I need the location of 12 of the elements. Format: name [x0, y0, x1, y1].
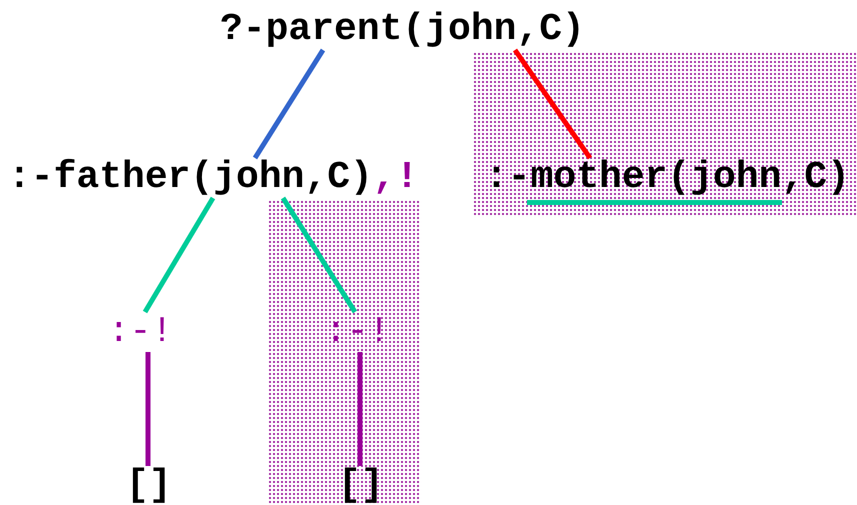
tree-branch-line [146, 352, 150, 466]
tree-branch-line [358, 352, 362, 466]
goal-text: :-father(john,C) [8, 158, 373, 198]
goal-text: ?-parent(john,C) [220, 10, 585, 50]
tree-branch-line [142, 196, 216, 314]
cut-goal-text: :-! [325, 312, 390, 352]
goal-text: [] [126, 466, 172, 505]
goal-text: :-mother(john,C) [485, 158, 850, 198]
cut-goal-text: :-! [108, 312, 173, 352]
goal-text: ,! [372, 158, 418, 198]
tree-branch-line [252, 48, 326, 160]
goal-text: [] [338, 466, 384, 505]
